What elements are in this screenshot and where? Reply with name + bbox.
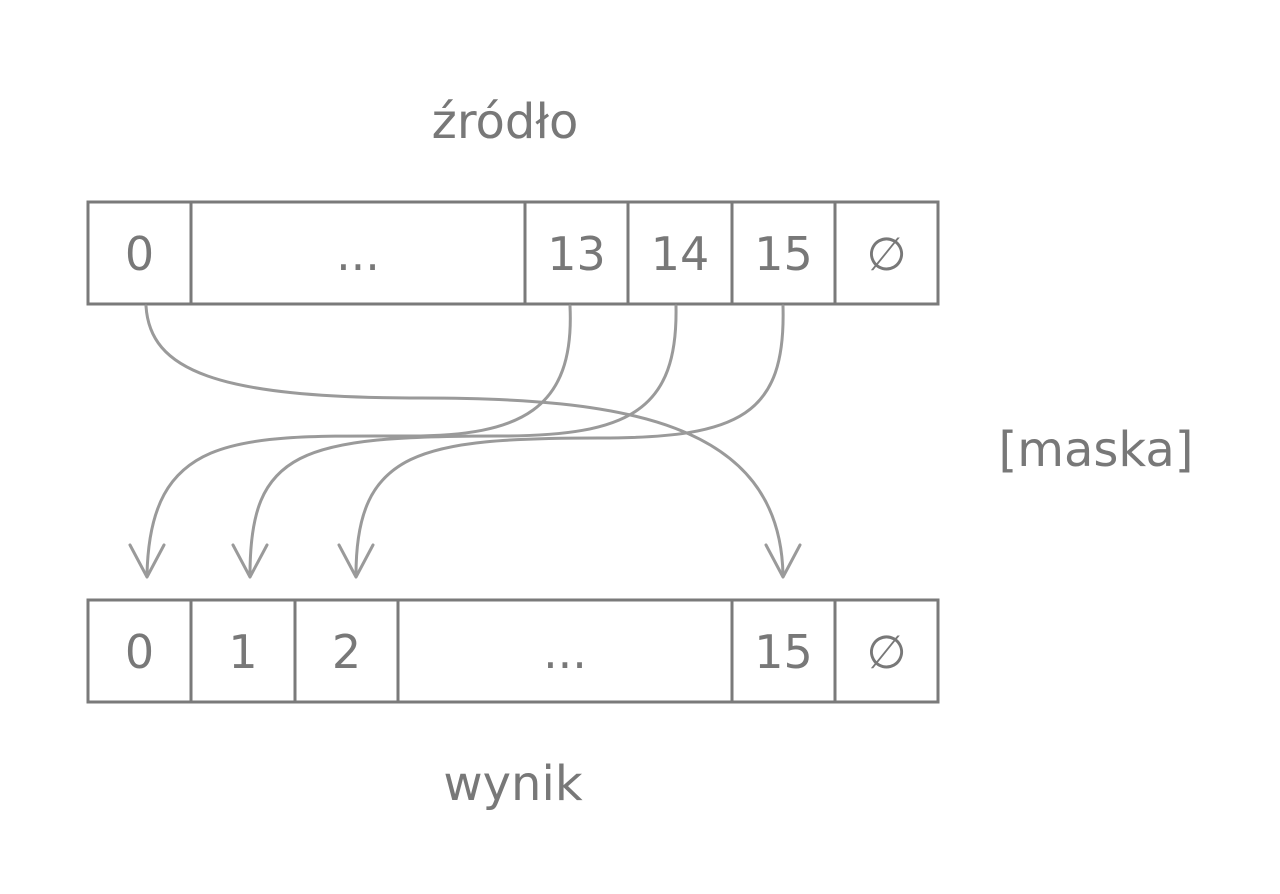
source-row: 0 ... 13 14 15 ∅ <box>86 200 940 306</box>
source-cell-box <box>730 200 837 306</box>
result-row: 0 1 2 ... 15 ∅ <box>86 598 940 704</box>
mapping-arrow-0-to-15 <box>144 304 785 577</box>
arrowhead-icon <box>128 543 166 579</box>
result-cell: 15 <box>730 598 837 704</box>
arrowhead-icon <box>337 543 375 579</box>
result-cell-box <box>730 598 837 704</box>
source-cell-label: ∅ <box>866 227 906 281</box>
result-cell-label: 15 <box>754 625 813 679</box>
source-label: źródło <box>432 94 579 150</box>
source-cell-label: 0 <box>125 227 154 281</box>
mapping-arrow-15-to-2 <box>354 304 785 577</box>
mapping-arrows <box>128 304 802 579</box>
source-cell: 0 <box>86 200 193 306</box>
result-cell-box <box>396 598 734 704</box>
source-cell-box <box>189 200 527 306</box>
result-cell: 0 <box>86 598 193 704</box>
source-cell-label: ... <box>336 227 380 281</box>
mapping-arrow-14-to-1 <box>248 304 678 577</box>
result-cell-label: 1 <box>228 625 257 679</box>
result-cell-box <box>189 598 297 704</box>
result-cell-label: 0 <box>125 625 154 679</box>
result-cell-label: ∅ <box>866 625 906 679</box>
source-cell: ∅ <box>833 200 940 306</box>
arrowhead-icon <box>231 543 269 579</box>
result-label: wynik <box>443 756 582 812</box>
source-cell: 13 <box>523 200 630 306</box>
source-cell-box <box>833 200 940 306</box>
mapping-arrow-13-to-0 <box>145 304 572 577</box>
arrowhead-icon <box>764 543 802 579</box>
source-cell: 15 <box>730 200 837 306</box>
source-cell-label: 13 <box>547 227 606 281</box>
result-cell-box <box>86 598 193 704</box>
result-cell-label: ... <box>543 625 587 679</box>
mask-label: [maska] <box>999 422 1194 478</box>
result-cell-label: 2 <box>332 625 361 679</box>
source-cell-box <box>86 200 193 306</box>
source-cell-box <box>523 200 630 306</box>
result-cell: 2 <box>293 598 400 704</box>
source-cell-label: 15 <box>754 227 813 281</box>
result-cell-box <box>293 598 400 704</box>
result-cell: 1 <box>189 598 297 704</box>
source-cell-label: 14 <box>651 227 710 281</box>
result-cell-box <box>833 598 940 704</box>
result-cell: ∅ <box>833 598 940 704</box>
source-cell: 14 <box>626 200 734 306</box>
result-cell: ... <box>396 598 734 704</box>
source-cell: ... <box>189 200 527 306</box>
